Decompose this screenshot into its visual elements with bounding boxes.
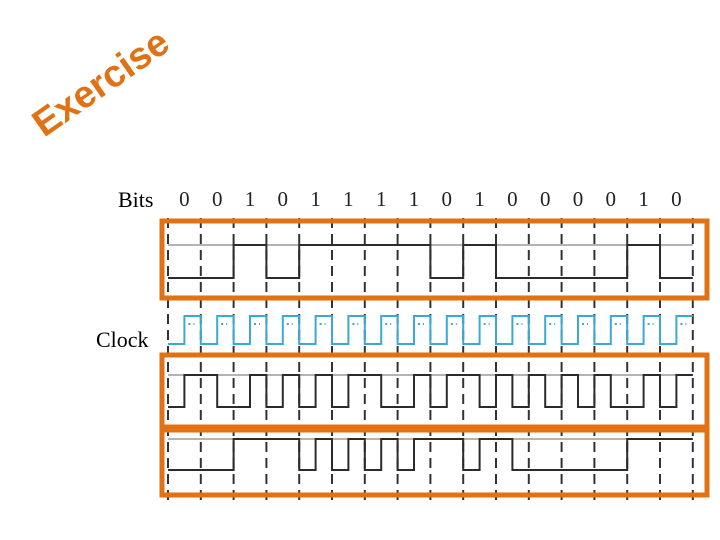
- waveform-nrz: [168, 244, 693, 279]
- bit-label: 0: [179, 187, 190, 211]
- exercise-title: Exercise: [25, 21, 177, 145]
- clock-waveform: [168, 315, 693, 345]
- bit-label: 1: [474, 187, 485, 211]
- bit-label: 0: [573, 187, 584, 211]
- frame-differential-manchester: [159, 427, 710, 498]
- bit-label: 1: [638, 187, 649, 211]
- bit-label: 1: [245, 187, 256, 211]
- bit-label: 1: [343, 187, 354, 211]
- waveform-differential-manchester: [168, 438, 693, 471]
- clock-trace: [168, 315, 693, 345]
- bit-label: 0: [278, 187, 289, 211]
- manchester-trace: [168, 374, 693, 408]
- bit-label: 0: [442, 187, 453, 211]
- bit-label: 0: [540, 187, 551, 211]
- bit-label: 1: [409, 187, 420, 211]
- waveform-manchester: [168, 374, 693, 408]
- nrz-trace: [168, 244, 693, 279]
- bit-label: 0: [606, 187, 617, 211]
- diff-manchester-trace: [168, 438, 693, 471]
- bit-label: 0: [212, 187, 223, 211]
- bit-label: 0: [671, 187, 682, 211]
- bit-label: 1: [310, 187, 321, 211]
- frame-nrz: [159, 218, 710, 301]
- bit-label: 1: [376, 187, 387, 211]
- clock-label: Clock: [96, 327, 149, 352]
- exercise-title-text: Exercise: [25, 21, 177, 145]
- bit-label: 0: [507, 187, 518, 211]
- bits-label: Bits: [118, 187, 153, 212]
- frame-manchester: [159, 352, 710, 430]
